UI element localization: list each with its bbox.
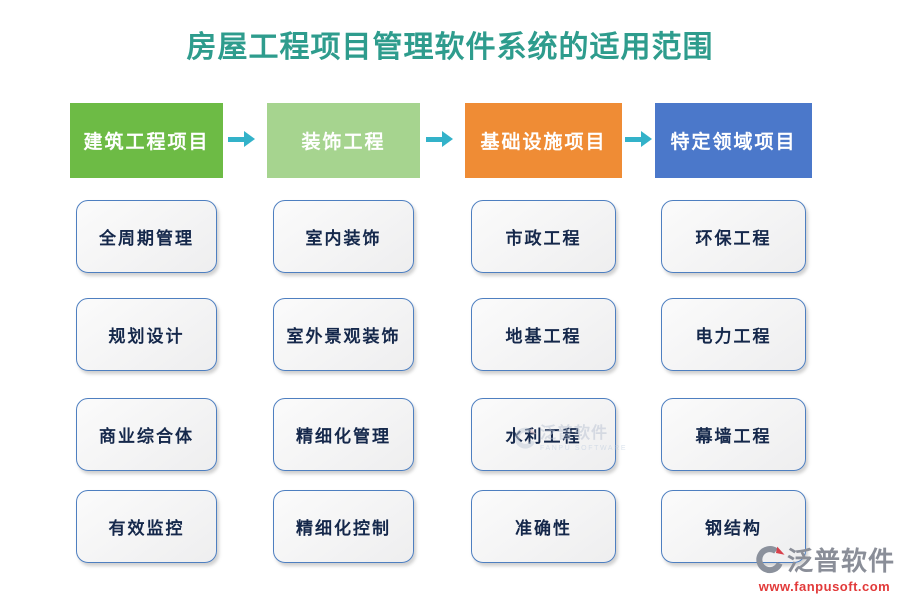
item-box: 电力工程: [661, 298, 806, 371]
flow-column-decoration: 装饰工程 室内装饰 室外景观装饰 精细化管理 精细化控制: [267, 103, 420, 563]
arrow-stem: [625, 136, 641, 142]
page-title: 房屋工程项目管理软件系统的适用范围: [186, 31, 714, 64]
flow-arrow-icon: [625, 131, 652, 147]
flow-arrow-icon: [228, 131, 255, 147]
footer-brand-url: www.fanpusoft.com: [758, 579, 891, 594]
footer-brand-row: 泛普软件: [754, 541, 895, 578]
item-box: 环保工程: [661, 200, 806, 273]
item-box: 规划设计: [76, 298, 217, 371]
flow-column-special: 特定领域项目 环保工程 电力工程 幕墙工程 钢结构: [655, 103, 812, 563]
item-box: 地基工程: [471, 298, 616, 371]
arrow-head: [244, 131, 255, 147]
column-header-building: 建筑工程项目: [70, 103, 223, 178]
column-header-decoration: 装饰工程: [267, 103, 420, 178]
column-header-infrastructure: 基础设施项目: [465, 103, 622, 178]
arrow-stem: [228, 136, 244, 142]
column-header-special: 特定领域项目: [655, 103, 812, 178]
footer-brand-name: 泛普软件: [786, 546, 895, 576]
item-box: 室外景观装饰: [273, 298, 414, 371]
arrow-head: [641, 131, 652, 147]
flow-column-infrastructure: 基础设施项目 市政工程 地基工程 水利工程 准确性: [465, 103, 622, 563]
item-box: 精细化管理: [273, 398, 414, 471]
item-box: 精细化控制: [273, 490, 414, 563]
item-box: 水利工程: [471, 398, 616, 471]
footer-brand-logo: 泛普软件 www.fanpusoft.com: [754, 541, 895, 594]
arrow-head: [442, 131, 453, 147]
flow-arrow-icon: [426, 131, 453, 147]
item-box: 市政工程: [471, 200, 616, 273]
item-box: 商业综合体: [76, 398, 217, 471]
item-box: 钢结构: [661, 490, 806, 563]
flow-column-building: 建筑工程项目 全周期管理 规划设计 商业综合体 有效监控: [70, 103, 223, 563]
item-box: 室内装饰: [273, 200, 414, 273]
item-box: 幕墙工程: [661, 398, 806, 471]
item-box: 全周期管理: [76, 200, 217, 273]
item-box: 有效监控: [76, 490, 217, 563]
item-box: 准确性: [471, 490, 616, 563]
arrow-stem: [426, 136, 442, 142]
fanpu-logo-icon: [756, 546, 785, 574]
